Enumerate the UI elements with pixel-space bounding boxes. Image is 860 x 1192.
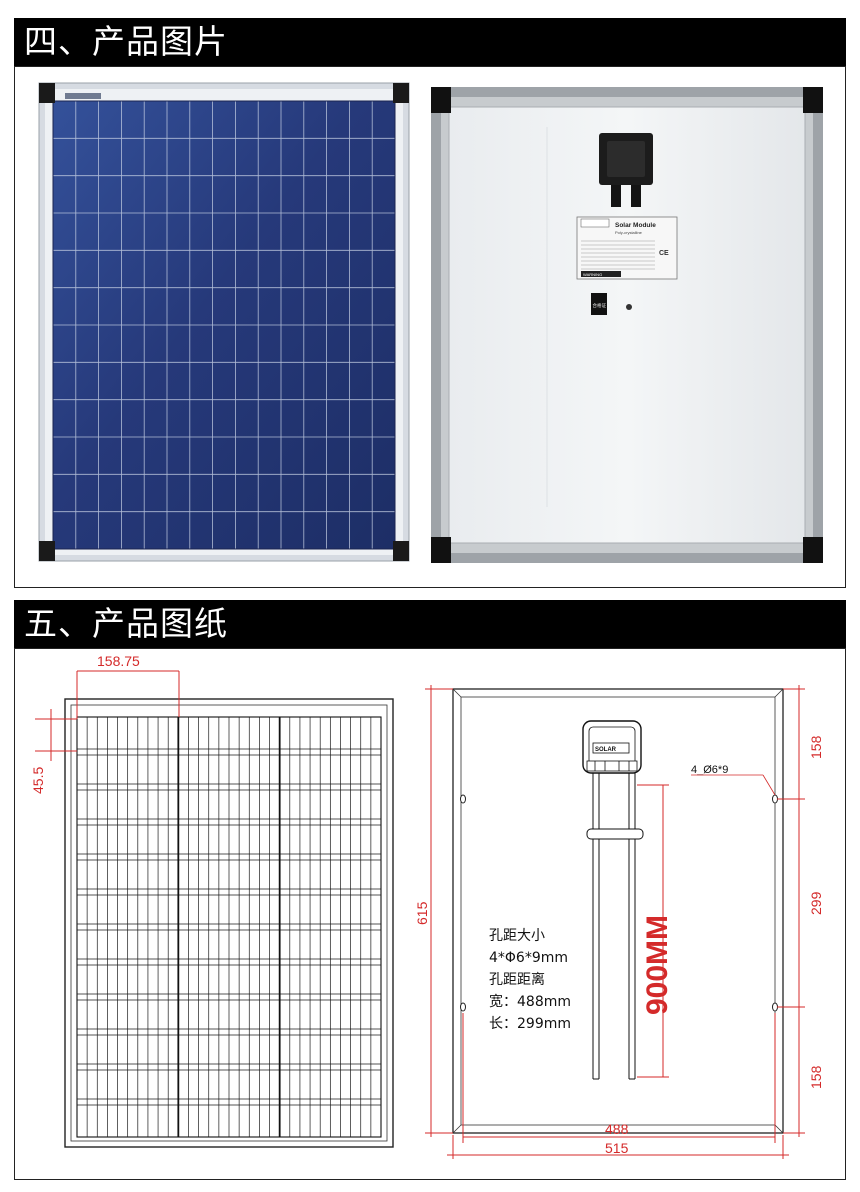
product-drawing: 158.75 45.5 SOLAR bbox=[30, 653, 824, 1159]
product-drawing-panel: 158.75 45.5 SOLAR bbox=[14, 648, 846, 1180]
corner-cap bbox=[39, 541, 55, 561]
dim-488: 488 bbox=[605, 1121, 629, 1137]
product-photos-panel: Solar Module Poly-crystalline CE WARNING… bbox=[14, 66, 846, 588]
corner-cap bbox=[431, 87, 451, 113]
spec-label: Solar Module Poly-crystalline CE WARNING bbox=[576, 216, 678, 280]
mount-hole bbox=[626, 304, 632, 310]
note-line-1: 孔距大小 bbox=[489, 928, 545, 944]
note-line-2: 4*Φ6*9mm bbox=[489, 950, 569, 966]
warning-text: WARNING bbox=[583, 272, 602, 277]
dim-middle-299: 299 bbox=[808, 891, 824, 915]
product-photos: Solar Module Poly-crystalline CE WARNING… bbox=[38, 82, 823, 563]
junction-box bbox=[599, 133, 653, 207]
corner-cap bbox=[803, 87, 823, 113]
hole-spec-notes: 孔距大小 4*Φ6*9mm 孔距距离 宽：488mm 长：299mm bbox=[489, 925, 571, 1035]
note-line-5: 长：299mm bbox=[489, 1016, 571, 1032]
dim-158-75: 158.75 bbox=[97, 653, 140, 669]
section-5-header: 五、产品图纸 bbox=[14, 600, 846, 648]
note-line-4: 宽：488mm bbox=[489, 994, 571, 1010]
note-line-3: 孔距距离 bbox=[489, 972, 545, 988]
spec-label-sub: Poly-crystalline bbox=[615, 230, 643, 235]
dim-top-158: 158 bbox=[808, 735, 824, 759]
dim-900mm: 900MM bbox=[641, 915, 674, 1015]
jbox-label: SOLAR bbox=[595, 747, 617, 753]
back-view-drawing: SOLAR 900 bbox=[414, 685, 824, 1159]
qualification-sticker: 合格证 bbox=[591, 293, 607, 315]
section-5-title: 五、产品图纸 bbox=[24, 604, 228, 643]
corner-cap bbox=[39, 83, 55, 103]
dim-bottom-158: 158 bbox=[808, 1065, 824, 1089]
cables bbox=[586, 773, 644, 1080]
dim-515: 515 bbox=[605, 1140, 629, 1156]
section-4-header: 四、产品图片 bbox=[14, 18, 846, 66]
hole-spec-label: 4_Ø6*9 bbox=[691, 764, 728, 776]
section-4-title: 四、产品图片 bbox=[24, 22, 228, 61]
corner-cap bbox=[431, 537, 451, 563]
corner-cap bbox=[803, 537, 823, 563]
ce-mark: CE bbox=[659, 250, 669, 257]
dim-615: 615 bbox=[414, 901, 430, 925]
front-brand-badge bbox=[65, 93, 101, 99]
panel-front-photo bbox=[38, 82, 410, 562]
panel-back-photo: Solar Module Poly-crystalline CE WARNING… bbox=[431, 87, 823, 563]
junction-box-drawing: SOLAR bbox=[582, 720, 642, 774]
spec-label-heading: Solar Module bbox=[615, 222, 656, 229]
dim-45-5: 45.5 bbox=[30, 767, 46, 794]
front-view-drawing: 158.75 45.5 bbox=[30, 653, 394, 1148]
corner-cap bbox=[393, 83, 409, 103]
sticker-text: 合格证 bbox=[593, 302, 607, 309]
corner-cap bbox=[393, 541, 409, 561]
